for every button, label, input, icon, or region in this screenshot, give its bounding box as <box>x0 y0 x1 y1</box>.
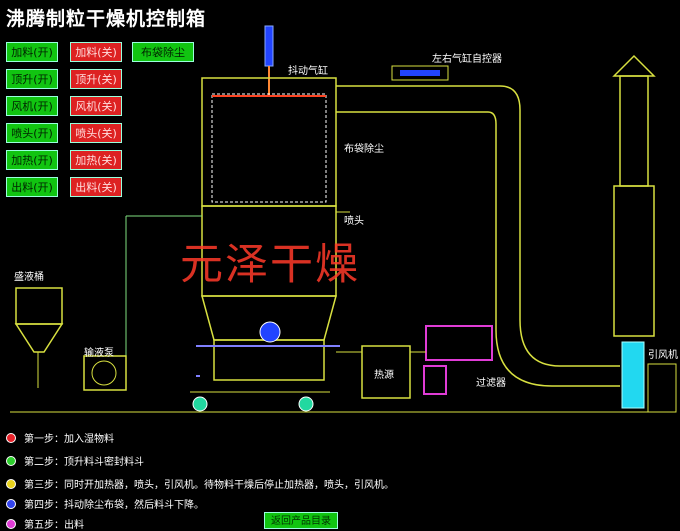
feed-off-button[interactable]: 加料(关) <box>70 42 122 62</box>
nozzle-off-button[interactable]: 喷头(关) <box>70 123 122 143</box>
step-4-dot <box>6 498 16 509</box>
discharge-off-button[interactable]: 出料(关) <box>70 177 122 197</box>
step-1-dot <box>6 432 16 443</box>
filter-pipe <box>425 325 493 361</box>
fan-off-button[interactable]: 风机(关) <box>70 96 122 116</box>
step-5: 第五步：出料 <box>6 516 84 531</box>
filter-label: 过滤器 <box>476 378 506 389</box>
chimney <box>619 75 649 187</box>
heat-off-button[interactable]: 加热(关) <box>70 150 122 170</box>
bag-dust-button[interactable]: 布袋除尘 <box>132 42 194 62</box>
vibration-cylinder-label: 抖动气缸 <box>288 66 328 77</box>
step-3-dot <box>6 478 16 489</box>
step-3: 第三步：同时开加热器，喷头，引风机。待物料干燥后停止加热器，喷头，引风机。 <box>6 476 394 491</box>
drying-chamber-upper <box>201 77 337 207</box>
fan-on-button[interactable]: 风机(开) <box>6 96 58 116</box>
nozzle-on-button[interactable]: 喷头(开) <box>6 123 58 143</box>
step-5-dot <box>6 518 16 529</box>
induced-fan-label: 引风机 <box>648 350 678 361</box>
lift-off-button[interactable]: 顶升(关) <box>70 69 122 89</box>
exhaust-duct <box>336 85 620 367</box>
discharge-on-button[interactable]: 出料(开) <box>6 177 58 197</box>
heat-source-label: 热源 <box>374 370 394 381</box>
page-title: 沸腾制粒干燥机控制箱 <box>6 8 207 30</box>
return-catalog-button[interactable]: 返回产品目录 <box>264 512 338 529</box>
step-2: 第二步：顶升料斗密封料斗 <box>6 453 144 468</box>
vibration-cylinder <box>264 25 274 67</box>
fan-housing <box>621 341 645 409</box>
pump <box>83 355 127 391</box>
liquid-tank-label: 盛液桶 <box>14 272 44 283</box>
lift-on-button[interactable]: 顶升(开) <box>6 69 58 89</box>
pump-label: 输液泵 <box>84 348 114 359</box>
heat-source-box <box>361 345 411 399</box>
nozzle-label: 喷头 <box>344 216 364 227</box>
step-1: 第一步：加入湿物料 <box>6 430 114 445</box>
bag-filter-label: 布袋除尘 <box>344 144 384 155</box>
filter-bag <box>211 93 327 203</box>
heat-on-button[interactable]: 加热(开) <box>6 150 58 170</box>
step-2-dot <box>6 455 16 466</box>
step-4: 第四步：抖动除尘布袋，然后料斗下降。 <box>6 496 204 511</box>
feed-on-button[interactable]: 加料(开) <box>6 42 58 62</box>
auto-controller-label: 左右气缸自控器 <box>432 54 502 65</box>
brand-watermark: 元泽干燥 <box>180 240 360 290</box>
liquid-tank <box>15 287 63 325</box>
